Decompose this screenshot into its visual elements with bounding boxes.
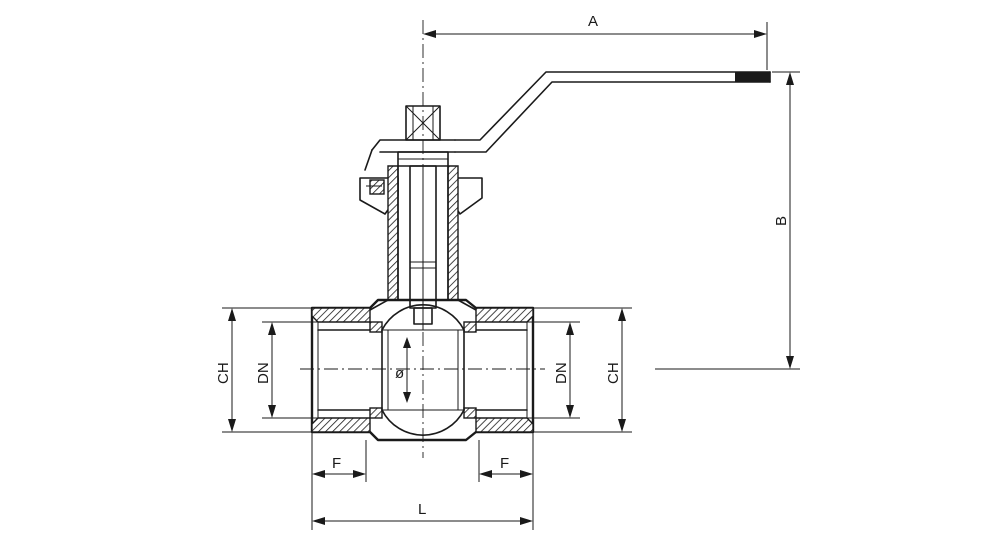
stem-nut	[397, 105, 449, 167]
dim-F-right: F	[478, 432, 534, 530]
dim-B-label: B	[773, 216, 790, 226]
dim-DN-right-label: DN	[553, 362, 570, 384]
dim-B: B	[655, 71, 800, 370]
dim-phi: ø	[395, 337, 411, 403]
dim-CH-right-label: CH	[605, 362, 622, 384]
dim-DN-left: DN	[255, 321, 318, 419]
ball-and-seats	[369, 304, 477, 436]
handle-lever	[364, 71, 771, 171]
dim-A-label: A	[588, 13, 598, 30]
dim-A: A	[423, 13, 768, 70]
dim-CH-left: CH	[215, 307, 312, 433]
dim-L: L	[311, 482, 533, 530]
gland-flange	[359, 177, 483, 215]
dim-L-label: L	[418, 501, 426, 518]
dim-CH-left-label: CH	[215, 362, 232, 384]
dim-F-left: F	[311, 432, 367, 482]
dim-F-right-label: F	[500, 455, 509, 472]
handle-grip	[735, 72, 770, 82]
dim-DN-right: DN	[527, 321, 580, 419]
dim-CH-right: CH	[533, 307, 632, 433]
dim-phi-label: ø	[395, 365, 404, 382]
dim-F-left-label: F	[332, 455, 341, 472]
dim-DN-left-label: DN	[255, 362, 272, 384]
stem	[409, 165, 437, 330]
